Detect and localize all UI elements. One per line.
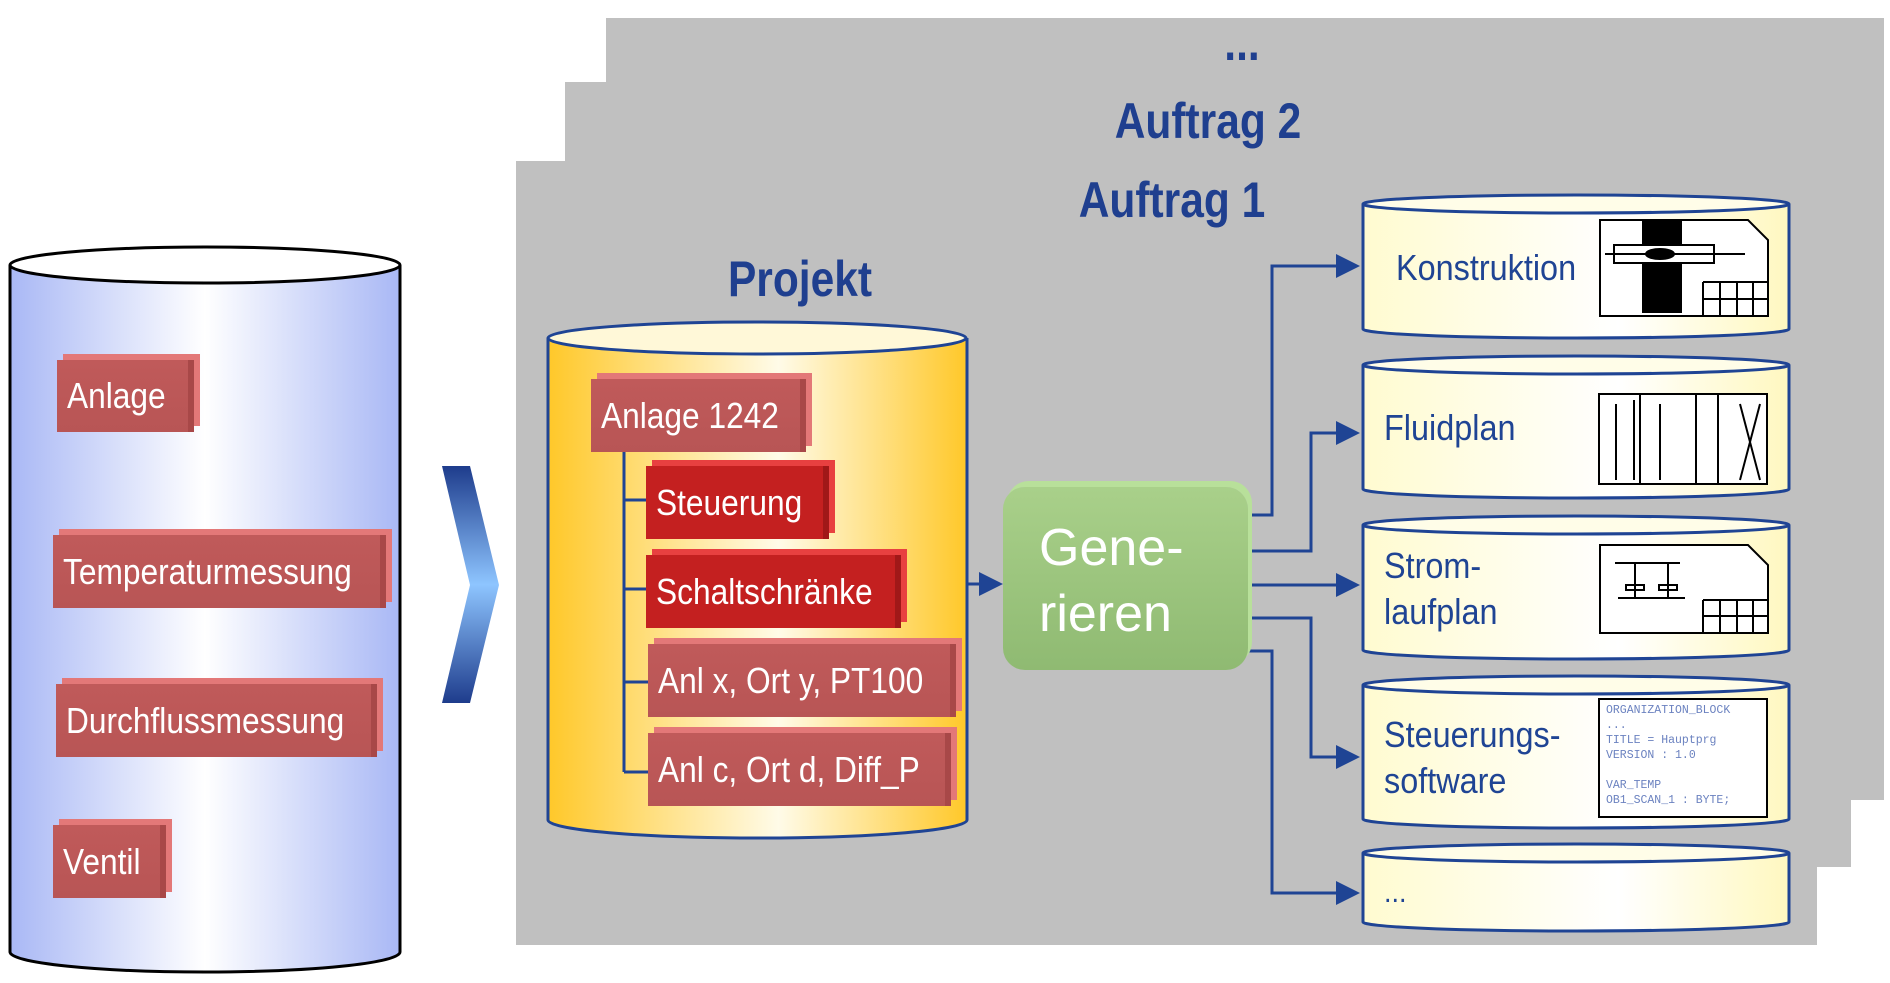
output-label: Konstruktion xyxy=(1396,247,1577,288)
source-item-ventil: Ventil xyxy=(53,825,166,898)
fluid-schematic-icon xyxy=(1598,393,1768,485)
output-label: ... xyxy=(1384,876,1407,909)
output-connectors xyxy=(1248,254,1360,905)
more-orders-ellipsis: ... xyxy=(1224,15,1260,71)
output-label: software xyxy=(1384,760,1507,801)
circuit-diagram-icon xyxy=(1599,544,1769,634)
arrow-to-konstruktion xyxy=(1248,254,1360,517)
output-label: Steuerungs- xyxy=(1384,714,1561,755)
source-database-cylinder xyxy=(8,245,402,974)
generate-block: Gene- rieren xyxy=(1003,487,1248,670)
project-root-node: Anlage 1242 xyxy=(591,379,806,452)
project-title: Projekt xyxy=(727,251,873,307)
output-stromlaufplan: Strom-laufplan xyxy=(1384,543,1510,635)
output-more: ... xyxy=(1384,870,1409,916)
generate-label-line2: rieren xyxy=(1039,585,1172,643)
project-node-schaltschraenke: Schaltschränke xyxy=(646,555,901,628)
project-node-pt100: Anl x, Ort y, PT100 xyxy=(648,644,956,717)
source-item-label: Durchflussmessung xyxy=(66,699,345,741)
source-item-durchflussmessung: Durchflussmessung xyxy=(56,684,377,757)
output-label: laufplan xyxy=(1384,591,1498,632)
project-node-diff-p: Anl c, Ort d, Diff_P xyxy=(648,733,951,806)
node-label: Anl c, Ort d, Diff_P xyxy=(658,748,920,790)
source-item-temperaturmessung: Temperaturmessung xyxy=(53,535,386,608)
project-node-steuerung: Steuerung xyxy=(646,466,829,539)
mechanical-drawing-icon xyxy=(1599,219,1769,317)
output-fluidplan: Fluidplan xyxy=(1384,405,1530,451)
code-line: TITLE = Hauptprg xyxy=(1606,734,1717,747)
tree-connector xyxy=(622,452,648,774)
source-item-label: Anlage xyxy=(67,375,166,416)
node-label: Anl x, Ort y, PT100 xyxy=(658,659,924,701)
code-line: VAR_TEMP xyxy=(1606,779,1662,792)
node-label: Schaltschränke xyxy=(656,570,873,612)
arrow-to-more xyxy=(1248,649,1360,905)
generate-label-line1: Gene- xyxy=(1039,519,1184,577)
output-label: Strom- xyxy=(1384,545,1482,586)
code-line: ORGANIZATION_BLOCK xyxy=(1606,704,1731,717)
order-2-title: Auftrag 2 xyxy=(1114,93,1302,149)
source-item-anlage: Anlage xyxy=(57,360,194,432)
chevron-arrow-icon xyxy=(442,466,499,703)
output-label: Fluidplan xyxy=(1384,407,1516,448)
node-label: Anlage 1242 xyxy=(601,394,779,436)
output-konstruktion: Konstruktion xyxy=(1396,245,1596,291)
order-1-title: Auftrag 1 xyxy=(1078,172,1266,228)
arrow-to-steuerungssoftware xyxy=(1248,616,1360,769)
source-item-label: Temperaturmessung xyxy=(63,550,352,592)
node-label: Steuerung xyxy=(656,481,803,523)
code-line: OB1_SCAN_1 : BYTE; xyxy=(1606,794,1731,807)
code-line: VERSION : 1.0 xyxy=(1606,749,1696,762)
source-item-label: Ventil xyxy=(63,840,141,882)
code-line xyxy=(1606,763,1760,778)
arrow-to-fluidplan xyxy=(1248,421,1360,553)
output-steuerungssoftware: Steuerungs-software xyxy=(1384,712,1580,804)
output-cylinder xyxy=(1361,842,1791,933)
code-line: ... xyxy=(1606,719,1627,732)
